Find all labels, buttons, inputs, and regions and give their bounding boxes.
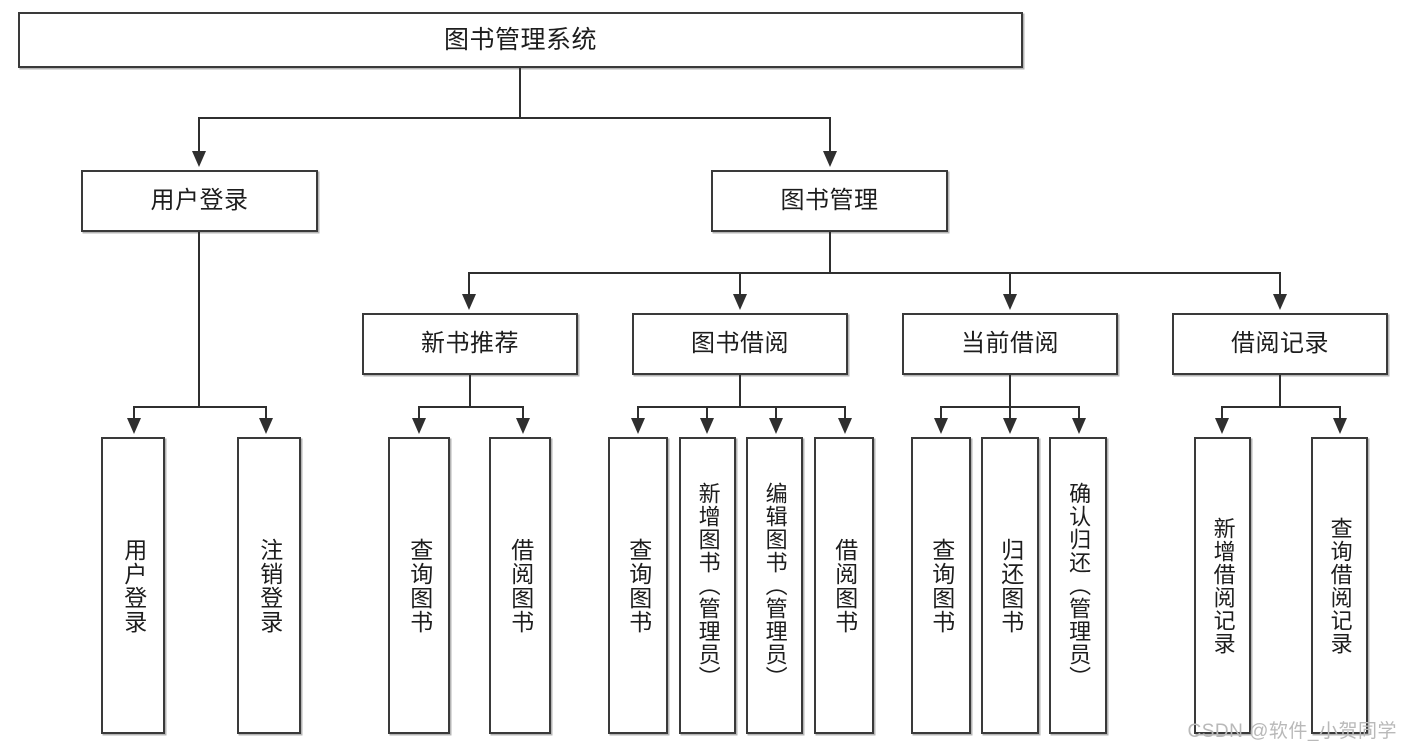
arrowhead-user-login [192, 151, 206, 167]
node-leaf-return-book[interactable]: 归还图书 [981, 437, 1039, 734]
node-leaf-query-borrow-record[interactable]: 查询借阅记录 [1311, 437, 1368, 734]
watermark-text: CSDN @软件_小贺同学 [1187, 721, 1397, 742]
connector-borrow-records-stem [1279, 375, 1281, 407]
connector-new-book-stem [469, 375, 471, 407]
node-leaf-user-login[interactable]: 用户登录 [101, 437, 165, 734]
node-label: 用户登录 [120, 537, 147, 634]
arrowhead-leaf-cb-3 [1072, 418, 1086, 434]
node-label: 查询图书 [625, 537, 652, 634]
arrowhead-leaf-cb-2 [1003, 418, 1017, 434]
node-label: 新增借阅记录 [1210, 516, 1236, 655]
node-label: 确认归还（管理员） [1066, 482, 1092, 689]
arrowhead-leaf-user-login-2 [259, 418, 273, 434]
node-label: 图书管理 [780, 187, 879, 215]
connector-borrow-records-bus [1221, 406, 1340, 408]
arrowhead-leaf-cb-1 [934, 418, 948, 434]
connector-drop-leaf-nb-2 [522, 406, 524, 420]
node-root-system[interactable]: 图书管理系统 [18, 12, 1023, 68]
connector-drop-leaf-bb-1 [637, 406, 639, 420]
connector-drop-leaf-cb-1 [940, 406, 942, 420]
node-leaf-add-book-admin[interactable]: 新增图书（管理员） [679, 437, 736, 734]
connector-drop-leaf-nb-1 [418, 406, 420, 420]
node-label: 用户登录 [150, 187, 249, 215]
node-label: 借阅记录 [1231, 330, 1329, 358]
node-user-login[interactable]: 用户登录 [81, 170, 318, 232]
arrowhead-book-borrow [733, 294, 747, 310]
connector-drop-current-borrow [1009, 272, 1011, 296]
connector-new-book-bus [418, 406, 523, 408]
arrowhead-leaf-user-login-1 [127, 418, 141, 434]
connector-book-borrow-stem [739, 375, 741, 407]
connector-drop-book-manage [829, 117, 831, 153]
node-borrow-records[interactable]: 借阅记录 [1172, 313, 1388, 375]
connector-drop-leaf-bb-4 [844, 406, 846, 420]
arrowhead-leaf-bb-3 [769, 418, 783, 434]
node-label: 归还图书 [997, 537, 1024, 634]
connector-drop-borrow-records [1279, 272, 1281, 296]
arrowhead-leaf-bb-2 [700, 418, 714, 434]
node-new-book-recommend[interactable]: 新书推荐 [362, 313, 578, 375]
connector-drop-new-book [468, 272, 470, 296]
connector-current-borrow-stem [1009, 375, 1011, 407]
node-leaf-query-book-current[interactable]: 查询图书 [911, 437, 971, 734]
arrowhead-current-borrow [1003, 294, 1017, 310]
arrowhead-leaf-br-2 [1333, 418, 1347, 434]
arrowhead-leaf-bb-1 [631, 418, 645, 434]
arrowhead-leaf-nb-1 [412, 418, 426, 434]
node-current-borrow[interactable]: 当前借阅 [902, 313, 1118, 375]
connector-drop-user-login [198, 117, 200, 153]
connector-root-stem [519, 68, 521, 117]
node-label: 图书借阅 [691, 330, 789, 358]
node-label: 借阅图书 [507, 537, 534, 634]
node-leaf-confirm-return-admin[interactable]: 确认归还（管理员） [1049, 437, 1107, 734]
node-label: 编辑图书（管理员） [762, 482, 788, 689]
arrowhead-borrow-records [1273, 294, 1287, 310]
connector-level3-bus [468, 272, 1280, 274]
node-label: 新书推荐 [421, 330, 519, 358]
arrowhead-new-book [462, 294, 476, 310]
connector-user-login-bus [133, 406, 266, 408]
node-leaf-borrow-book[interactable]: 借阅图书 [814, 437, 874, 734]
connector-drop-leaf-cb-2 [1009, 406, 1011, 420]
node-leaf-edit-book-admin[interactable]: 编辑图书（管理员） [746, 437, 803, 734]
node-label: 图书管理系统 [443, 25, 597, 54]
connector-user-login-stem [198, 232, 200, 407]
node-label: 查询图书 [928, 537, 955, 634]
connector-drop-leaf-cb-3 [1078, 406, 1080, 420]
node-label: 注销登录 [256, 537, 283, 634]
arrowhead-book-manage [823, 151, 837, 167]
connector-book-borrow-bus [637, 406, 845, 408]
node-book-borrow[interactable]: 图书借阅 [632, 313, 848, 375]
arrowhead-leaf-nb-2 [516, 418, 530, 434]
connector-book-manage-stem [829, 232, 831, 273]
connector-drop-leaf-br-2 [1339, 406, 1341, 420]
node-label: 查询借阅记录 [1327, 516, 1353, 655]
connector-drop-leaf-bb-3 [775, 406, 777, 420]
connector-drop-leaf-user-login-2 [265, 406, 267, 420]
connector-drop-book-borrow [739, 272, 741, 296]
node-leaf-logout[interactable]: 注销登录 [237, 437, 301, 734]
node-label: 当前借阅 [961, 330, 1059, 358]
connector-drop-leaf-bb-2 [706, 406, 708, 420]
node-leaf-query-book-borrow[interactable]: 查询图书 [608, 437, 668, 734]
node-book-management[interactable]: 图书管理 [711, 170, 948, 232]
node-label: 新增图书（管理员） [695, 482, 721, 689]
connector-level2-bus [198, 117, 831, 119]
connector-drop-leaf-user-login-1 [133, 406, 135, 420]
node-label: 查询图书 [406, 537, 433, 634]
connector-drop-leaf-br-1 [1221, 406, 1223, 420]
node-label: 借阅图书 [831, 537, 858, 634]
arrowhead-leaf-bb-4 [838, 418, 852, 434]
node-leaf-borrow-book-recommend[interactable]: 借阅图书 [489, 437, 551, 734]
node-leaf-query-book-recommend[interactable]: 查询图书 [388, 437, 450, 734]
arrowhead-leaf-br-1 [1215, 418, 1229, 434]
node-leaf-add-borrow-record[interactable]: 新增借阅记录 [1194, 437, 1251, 734]
